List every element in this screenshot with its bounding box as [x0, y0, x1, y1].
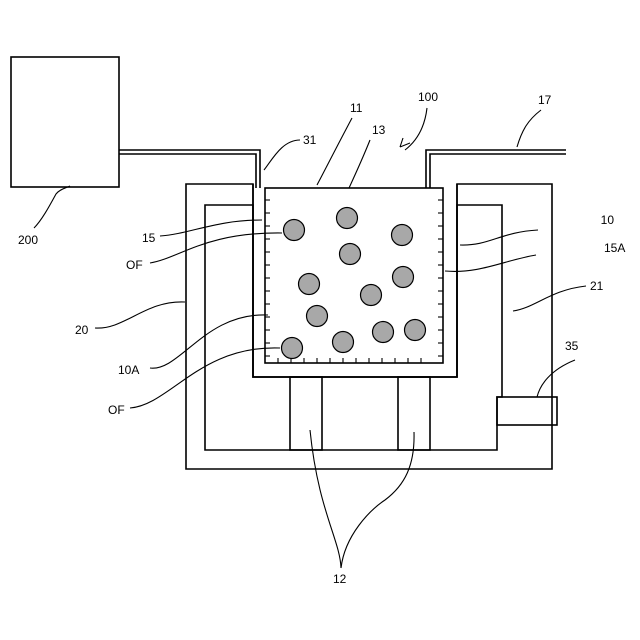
label-11: 11: [350, 101, 363, 115]
leader-OF-top: [150, 233, 282, 263]
label-17: 17: [538, 93, 552, 107]
label-13: 13: [372, 123, 386, 137]
leader-17: [517, 110, 541, 147]
leader-12-right: [341, 432, 414, 568]
leader-200: [34, 186, 70, 228]
label-12: 12: [333, 572, 347, 586]
label-100: 100: [418, 90, 438, 104]
pipe-17: [426, 150, 566, 188]
label-10: 10: [601, 213, 615, 227]
label-31: 31: [303, 133, 317, 147]
label-10A: 10A: [118, 363, 139, 377]
label-OF-top: OF: [126, 258, 143, 272]
label-15: 15: [142, 231, 156, 245]
leader-21: [513, 286, 586, 311]
leader-10: [460, 230, 538, 245]
particle: [284, 220, 305, 241]
leader-11: [317, 118, 352, 185]
label-200: 200: [18, 233, 38, 247]
leader-10A: [150, 315, 268, 368]
labels: 200 31 11 13 100 17 15 10 OF 15A 21 20 1…: [18, 90, 625, 586]
leader-20: [95, 302, 185, 328]
label-OF-bottom: OF: [108, 403, 125, 417]
leader-31: [264, 140, 300, 170]
leader-13: [349, 140, 370, 188]
controller-box-200: [11, 57, 119, 187]
particle: [405, 320, 426, 341]
particle: [307, 306, 328, 327]
particle: [361, 285, 382, 306]
leader-lines: [34, 108, 586, 568]
particles-13: [282, 208, 426, 359]
particle: [282, 338, 303, 359]
label-15A: 15A: [604, 241, 625, 255]
leader-15A: [445, 255, 536, 271]
pipe-31: [119, 150, 260, 188]
particle: [392, 225, 413, 246]
particle: [373, 322, 394, 343]
outer-housing-20: [186, 184, 552, 469]
label-35: 35: [565, 339, 579, 353]
leader-35: [537, 360, 575, 397]
particle: [393, 267, 414, 288]
arrow-100: [400, 138, 410, 147]
sensor-box-35: [497, 397, 557, 425]
particle: [333, 332, 354, 353]
label-20: 20: [75, 323, 89, 337]
particle: [337, 208, 358, 229]
particle: [340, 244, 361, 265]
particle: [299, 274, 320, 295]
leader-15: [160, 220, 262, 236]
label-21: 21: [590, 279, 604, 293]
